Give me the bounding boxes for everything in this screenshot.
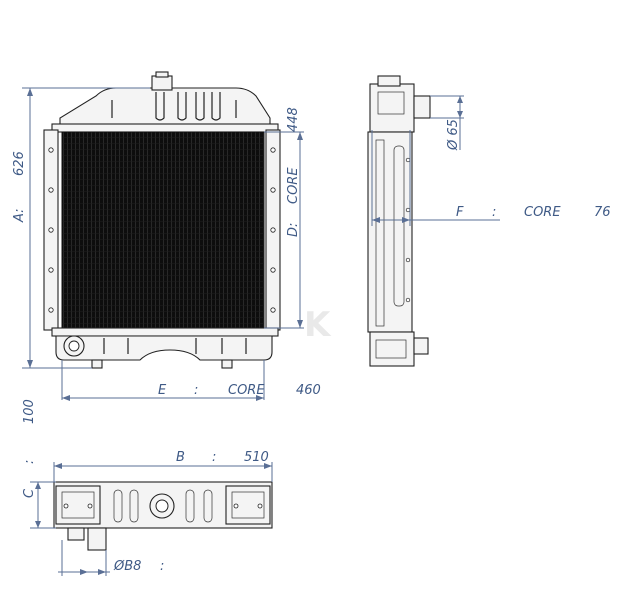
top-tank-ribs: [111, 92, 237, 121]
watermark-logo: K: [304, 305, 332, 345]
dimension-c-value: 100: [22, 399, 37, 424]
dimension-outlet-diameter: ØB8 :: [58, 540, 164, 576]
top-header-plate: [51, 123, 279, 133]
top-outlet-pipe: [87, 527, 107, 551]
side-filler-cap: [377, 75, 401, 87]
dimension-b-sep: :: [212, 450, 216, 465]
dimension-e: E : CORE 460: [61, 360, 321, 401]
dimension-f-label: F: [456, 205, 464, 220]
inlet-diameter-value: Ø 65: [446, 119, 461, 151]
side-slot: [393, 145, 405, 307]
filler-cap: [151, 75, 173, 91]
bottom-header-plate: [51, 327, 279, 337]
side-lower-tank: [369, 331, 415, 367]
dimension-f-sep: :: [492, 205, 496, 220]
dimension-inlet-diameter: Ø 65: [430, 95, 464, 151]
dimension-e-value: 460: [296, 383, 321, 398]
dimension-f-value: 76: [594, 205, 611, 220]
side-core-body: [367, 131, 413, 333]
dimension-a-value: 626: [12, 151, 27, 176]
top-outlet-pipe-left: [67, 527, 85, 541]
dimension-c-label: C: [22, 488, 37, 498]
outlet-diameter-label: ØB8: [113, 559, 141, 574]
dimension-d-label: D:: [286, 223, 301, 237]
dimension-e-sep: :: [194, 383, 198, 398]
outlet-diameter-sep: :: [160, 559, 164, 574]
dimension-a: A: 626: [12, 87, 150, 369]
top-view-slots: [113, 489, 213, 523]
top-tank: [59, 87, 271, 127]
top-view: B : 510 C : 100 ØB8 :: [22, 399, 273, 576]
dimension-c: C : 100: [22, 399, 56, 529]
bracket-holes: [48, 147, 276, 313]
dimension-f-core: CORE: [524, 205, 561, 220]
radiator-core: [61, 131, 265, 329]
dimension-d: D: CORE 448: [264, 107, 304, 329]
dimension-f: F : CORE 76: [371, 130, 611, 226]
dimension-e-core: CORE: [228, 383, 265, 398]
dimension-d-value: 448: [286, 107, 301, 132]
mounting-foot-right: [221, 359, 233, 369]
bottom-tank-ribs: [103, 338, 247, 354]
side-upper-tank: [369, 83, 415, 133]
side-lower-outlet-pipe: [413, 337, 429, 355]
dimension-d-core: CORE: [286, 167, 301, 204]
dimension-b-value: 510: [244, 450, 269, 465]
dimension-e-label: E: [158, 383, 167, 398]
dimension-b-label: B: [176, 450, 185, 465]
bottom-tank: [55, 335, 273, 361]
dimension-b: B : 510: [53, 450, 273, 482]
side-view: Ø 65 F : CORE 76: [367, 75, 611, 367]
front-view: K A: 626 D: CORE 448: [12, 71, 332, 401]
dimension-c-sep: :: [22, 460, 37, 464]
dimension-a-label: A:: [12, 208, 27, 223]
side-upper-inlet-pipe: [413, 95, 431, 119]
mounting-foot-left: [91, 359, 103, 369]
